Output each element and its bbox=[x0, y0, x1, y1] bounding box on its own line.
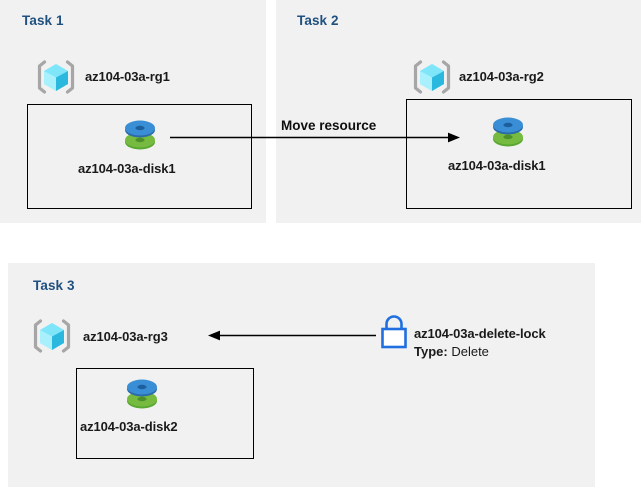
lock-type-key: Type: bbox=[414, 344, 452, 359]
panel-task1-title: Task 1 bbox=[22, 13, 64, 28]
resource-label-task2: az104-03a-disk1 bbox=[448, 158, 546, 173]
resource-container-task3 bbox=[76, 368, 254, 459]
lock-type-value: Delete bbox=[451, 344, 489, 359]
move-resource-arrow bbox=[170, 130, 462, 146]
resource-group-icon bbox=[31, 315, 73, 357]
panel-task1 bbox=[0, 0, 266, 223]
resource-label-task1: az104-03a-disk1 bbox=[78, 161, 176, 176]
managed-disk-icon bbox=[124, 375, 160, 413]
panel-task2 bbox=[276, 0, 641, 223]
panel-task3-title: Task 3 bbox=[33, 278, 75, 293]
resource-group-icon bbox=[35, 56, 77, 98]
resource-container-task1 bbox=[27, 104, 252, 209]
resource-group-label: az104-03a-rg3 bbox=[83, 329, 168, 344]
managed-disk-icon bbox=[490, 113, 526, 151]
resource-group-icon bbox=[411, 56, 453, 98]
resource-group-label: az104-03a-rg1 bbox=[85, 69, 170, 84]
move-resource-label: Move resource bbox=[281, 118, 377, 133]
panel-task2-title: Task 2 bbox=[297, 13, 339, 28]
managed-disk-icon bbox=[122, 116, 158, 154]
resource-label-task3: az104-03a-disk2 bbox=[80, 419, 178, 434]
lock-icon bbox=[378, 313, 410, 353]
lock-type-label: Type: Delete bbox=[414, 344, 489, 359]
lock-name-label: az104-03a-delete-lock bbox=[414, 326, 546, 341]
resource-container-task2 bbox=[406, 99, 632, 209]
resource-group-label: az104-03a-rg2 bbox=[459, 69, 544, 84]
panel-task3 bbox=[8, 263, 595, 487]
lock-arrow bbox=[208, 328, 376, 344]
